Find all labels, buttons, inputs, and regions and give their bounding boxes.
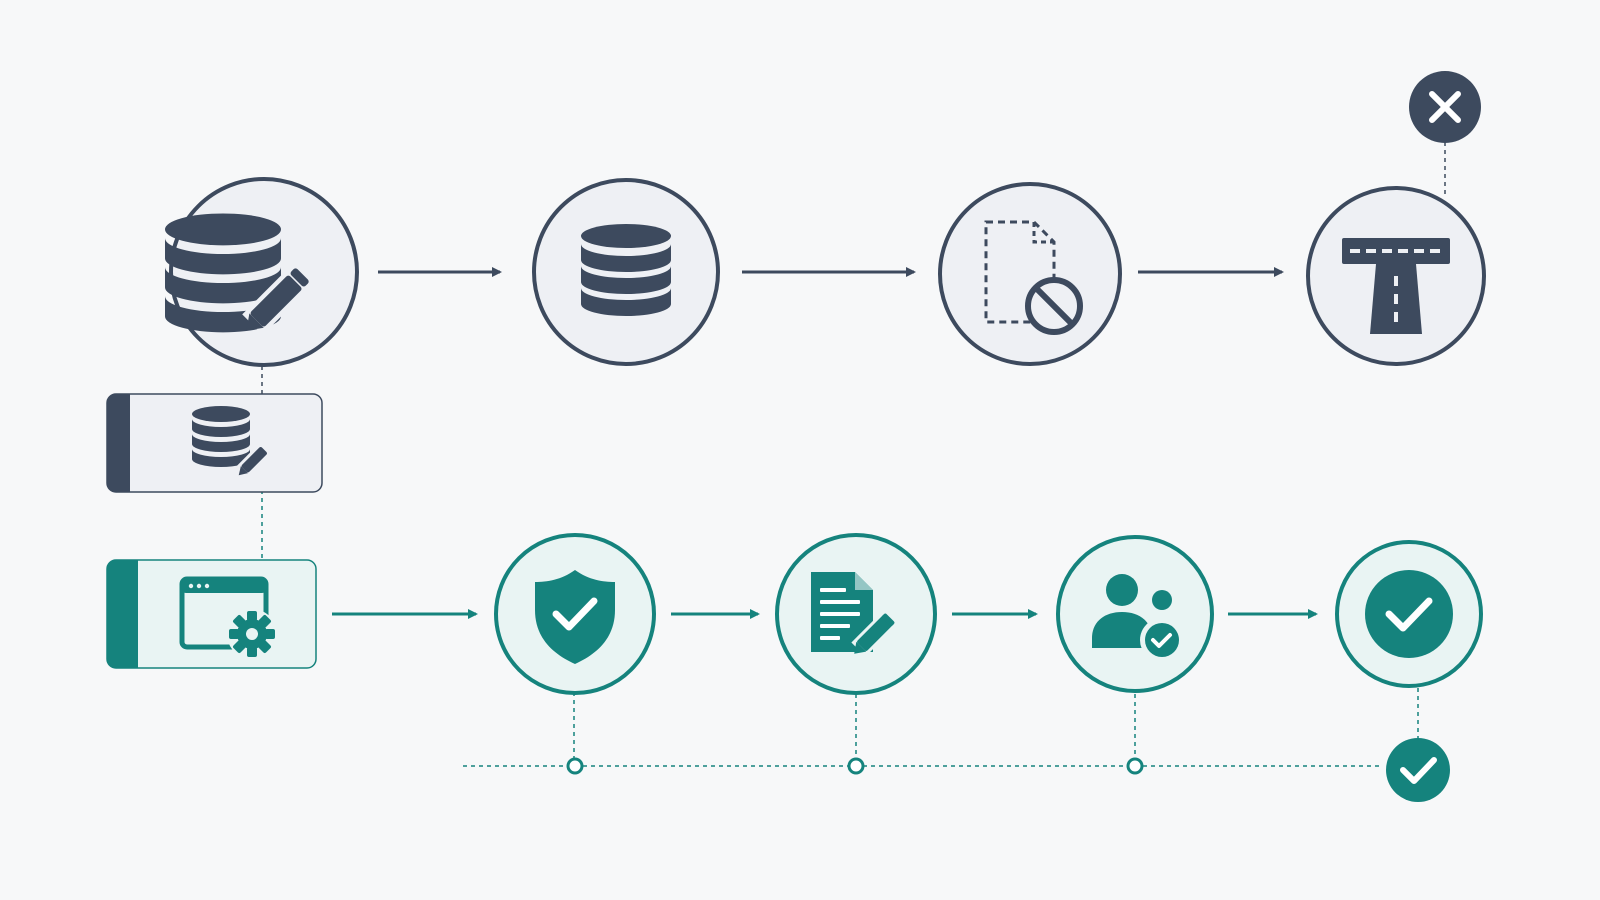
- node-road[interactable]: [1306, 186, 1486, 366]
- node-blocked-file[interactable]: [938, 182, 1122, 366]
- shield-check-icon: [535, 570, 615, 664]
- check-badge[interactable]: [1386, 738, 1450, 802]
- timeline-marker: [1126, 757, 1144, 775]
- node-security-check[interactable]: [494, 533, 656, 695]
- document-edit-icon: [811, 572, 901, 657]
- dashed-connectors: [261, 142, 1446, 767]
- file-blocked-icon: [984, 220, 1083, 335]
- database-edit-icon: [165, 213, 312, 335]
- node-document-edit[interactable]: [775, 533, 937, 695]
- node-edit-database[interactable]: [165, 177, 359, 367]
- road-icon: [1342, 238, 1450, 334]
- node-database[interactable]: [532, 178, 720, 366]
- timeline-marker: [847, 757, 865, 775]
- database-edit-card[interactable]: [106, 393, 323, 493]
- timeline-markers: [566, 757, 1144, 775]
- node-complete[interactable]: [1335, 540, 1483, 688]
- users-check-icon: [1092, 574, 1184, 662]
- check-icon: [1400, 757, 1437, 784]
- timeline-marker: [566, 757, 584, 775]
- close-badge[interactable]: [1409, 71, 1481, 143]
- app-window-settings-icon: [179, 576, 277, 659]
- card-accent-bar: [107, 394, 130, 492]
- app-settings-card[interactable]: [106, 559, 317, 669]
- node-user-approval[interactable]: [1056, 535, 1214, 693]
- card-accent-bar: [107, 560, 138, 668]
- close-icon: [1429, 91, 1461, 123]
- database-edit-icon: [192, 406, 274, 478]
- check-circle-icon: [1365, 570, 1453, 658]
- database-icon: [581, 224, 671, 316]
